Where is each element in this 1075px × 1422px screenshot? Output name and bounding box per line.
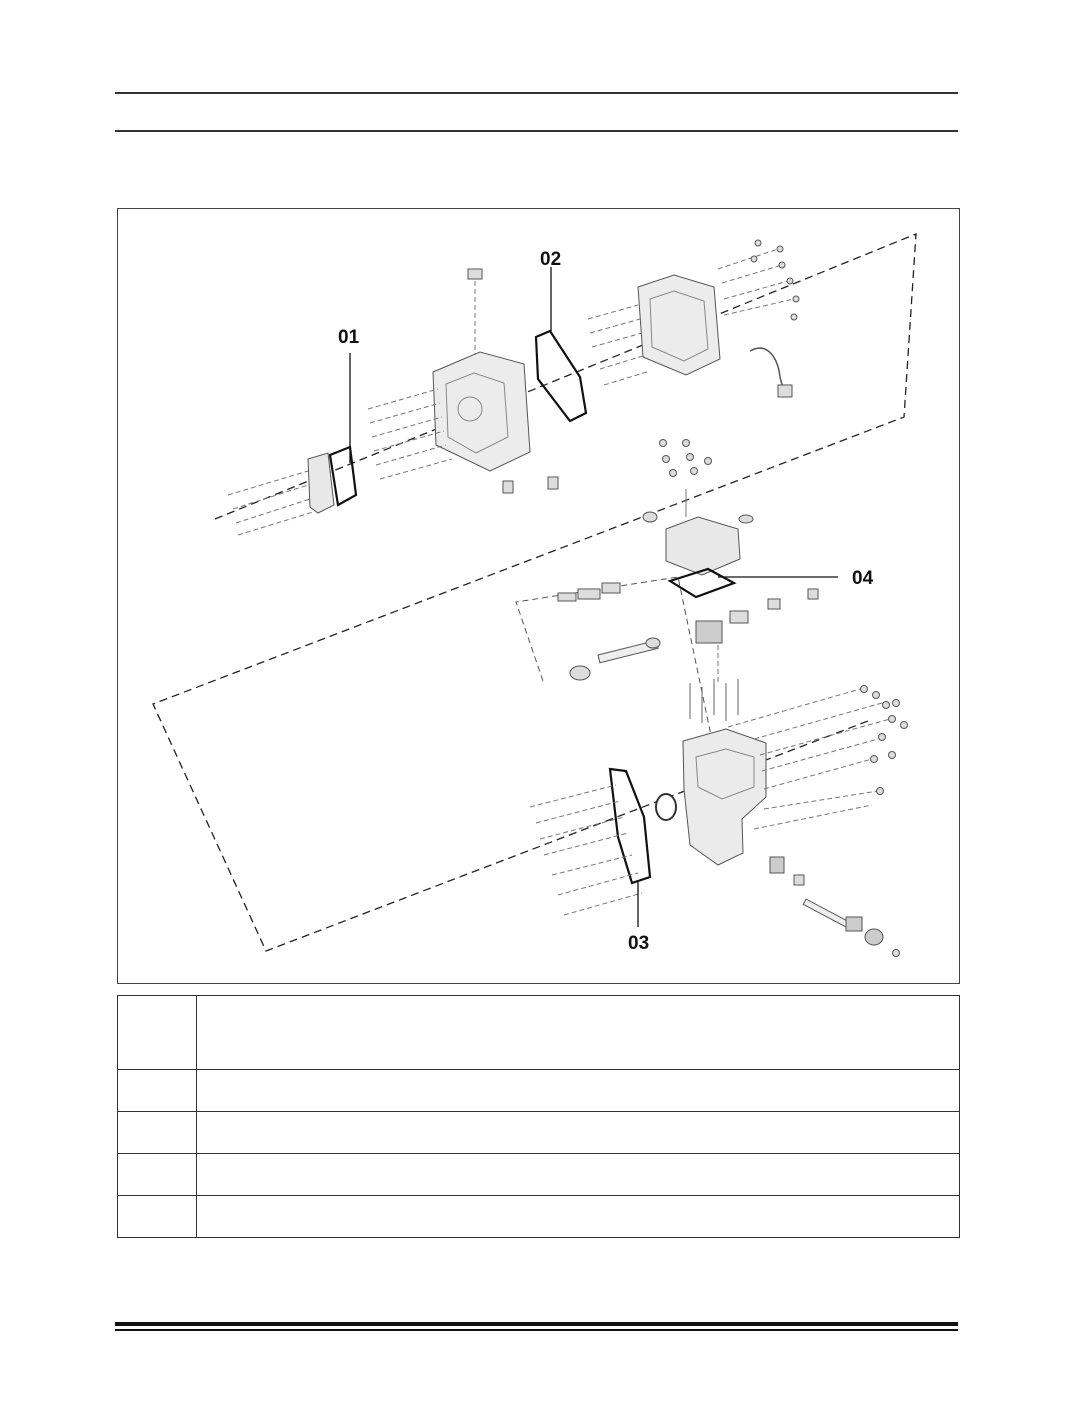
extension-nuts	[860, 685, 908, 795]
footer-rule-thin	[115, 1329, 958, 1331]
main-housing-bolts	[367, 388, 453, 480]
upper-assembly-group	[227, 239, 800, 536]
legend-number	[117, 995, 197, 1070]
drain-plug-icon	[502, 480, 514, 494]
assembly-boundary-dashed-line	[152, 233, 917, 952]
upper-cover-studs	[689, 679, 739, 723]
shift-selector-group	[557, 439, 819, 683]
gasket-01	[328, 445, 358, 507]
callout-04: 04	[718, 568, 874, 589]
legend-number	[117, 1111, 197, 1154]
callout-label-03: 03	[628, 933, 649, 954]
gasket-04	[667, 567, 737, 599]
header-rule-bottom	[115, 130, 958, 132]
cover-bolt-icon	[642, 511, 658, 523]
callout-01: 01	[338, 327, 360, 463]
callout-03: 03	[628, 881, 649, 954]
callout-label-01: 01	[338, 327, 360, 348]
extension-bolts	[727, 688, 891, 830]
front-bearing-plate	[307, 452, 335, 514]
legend-row	[117, 1195, 960, 1238]
legend-number	[117, 1153, 197, 1196]
footer-rule-thick	[115, 1322, 958, 1326]
legend-row	[117, 1111, 960, 1154]
legend-number	[117, 1195, 197, 1238]
gasket-02	[534, 329, 588, 423]
end-cover-studs	[529, 784, 643, 916]
rear-housing-nuts	[750, 239, 800, 321]
speed-sensor-icon	[777, 384, 793, 398]
header-rule-top	[115, 92, 958, 94]
legend-description	[196, 1195, 960, 1238]
callout-label-04: 04	[852, 568, 874, 589]
rear-transmission-housing	[637, 274, 721, 376]
exploded-view-figure: 01 02 03 04	[117, 208, 960, 984]
exploded-view-drawing: 01 02 03 04	[152, 233, 917, 957]
legend-row	[117, 1069, 960, 1112]
gasket-03	[608, 767, 652, 885]
legend-description	[196, 1153, 960, 1196]
shift-cover	[665, 516, 741, 576]
fill-plug-icon	[547, 476, 559, 490]
parts-legend-table	[117, 995, 960, 1238]
cover-nuts	[659, 439, 712, 477]
callout-label-02: 02	[540, 249, 561, 270]
lower-assembly-group	[529, 679, 908, 957]
rear-extension-housing	[682, 728, 767, 866]
legend-number	[117, 1069, 197, 1112]
legend-description	[196, 995, 960, 1070]
legend-row	[117, 1153, 960, 1196]
callout-02: 02	[540, 249, 561, 331]
oil-seal-icon	[655, 793, 677, 821]
selector-shaft-parts	[557, 582, 819, 681]
legend-description	[196, 1111, 960, 1154]
breather-plug	[467, 268, 483, 354]
output-shaft-parts	[769, 856, 900, 957]
legend-row	[117, 995, 960, 1070]
rear-housing-bolts	[587, 248, 795, 386]
legend-description	[196, 1069, 960, 1112]
front-plate-studs	[227, 470, 314, 536]
